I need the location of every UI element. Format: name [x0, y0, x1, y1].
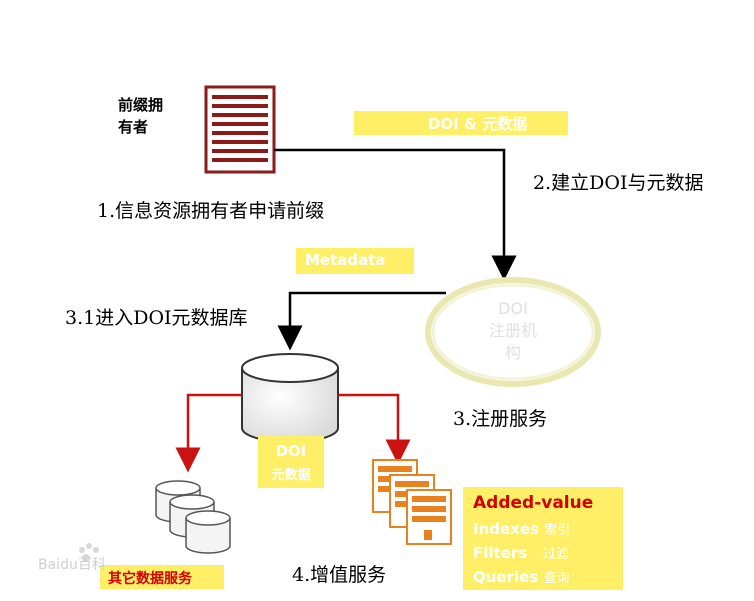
item-zh: 索引 [544, 523, 571, 538]
step3-label: 3.注册服务 [453, 408, 548, 430]
arrow-doc-to-registry [274, 148, 517, 281]
registry-label-line3: 构 [504, 343, 521, 362]
item-en: Queries [473, 568, 539, 586]
item-zh: 过滤 [542, 547, 569, 562]
other-services-text: 其它数据服务 [108, 571, 192, 587]
owner-label-line1: 前缀拥 [118, 96, 164, 114]
step31-label: 3.1进入DOI元数据库 [65, 307, 248, 329]
owner-label: 前缀拥 有者 [118, 94, 163, 138]
other-services-label: 其它数据服务 [100, 565, 224, 589]
doi-metadata-tag-text: DOI & 元数据 [428, 115, 528, 133]
step1-label: 1.信息资源拥有者申请前缀 [97, 200, 325, 222]
db-label-line2: 元数据 [271, 468, 311, 483]
registry-label-line1: DOI [498, 299, 528, 318]
added-value-item: Filters 过滤 [473, 542, 570, 566]
added-value-list: Indexes 索引 Filters 过滤 Queries 查询 [473, 518, 570, 590]
added-value-title: Added-value [473, 493, 594, 513]
owner-label-line2: 有者 [118, 118, 149, 136]
added-value-item: Queries 查询 [473, 566, 570, 590]
arrow-registry-to-db [277, 291, 446, 351]
database-cylinder [241, 353, 339, 443]
item-zh: 查询 [543, 571, 570, 586]
red-arrow-right [338, 393, 411, 465]
db-label-line1: DOI [275, 442, 307, 460]
value-documents-icon [372, 459, 452, 545]
step4-label: 4.增值服务 [292, 564, 387, 586]
db-label: DOI 元数据 [258, 436, 324, 488]
document-icon [204, 85, 276, 174]
added-value-box: Added-value Indexes 索引 Filters 过滤 Querie… [463, 487, 623, 590]
item-en: Filters [473, 544, 528, 562]
metadata-tag-text: Metadata [305, 251, 386, 269]
small-databases-icon [155, 480, 231, 554]
red-arrow-left [175, 393, 242, 473]
step2-label: 2.建立DOI与元数据 [533, 172, 704, 194]
registry-label: DOI 注册机 构 [463, 298, 563, 364]
watermark: Baidu百科 [38, 557, 106, 573]
metadata-tag: Metadata [296, 248, 414, 274]
registry-label-line2: 注册机 [488, 321, 537, 340]
added-value-item: Indexes 索引 [473, 518, 570, 542]
doi-metadata-tag: DOI & 元数据 [354, 111, 568, 135]
item-en: Indexes [473, 520, 539, 538]
baidu-paw-icon [79, 543, 99, 562]
registry-ellipse [425, 277, 601, 387]
